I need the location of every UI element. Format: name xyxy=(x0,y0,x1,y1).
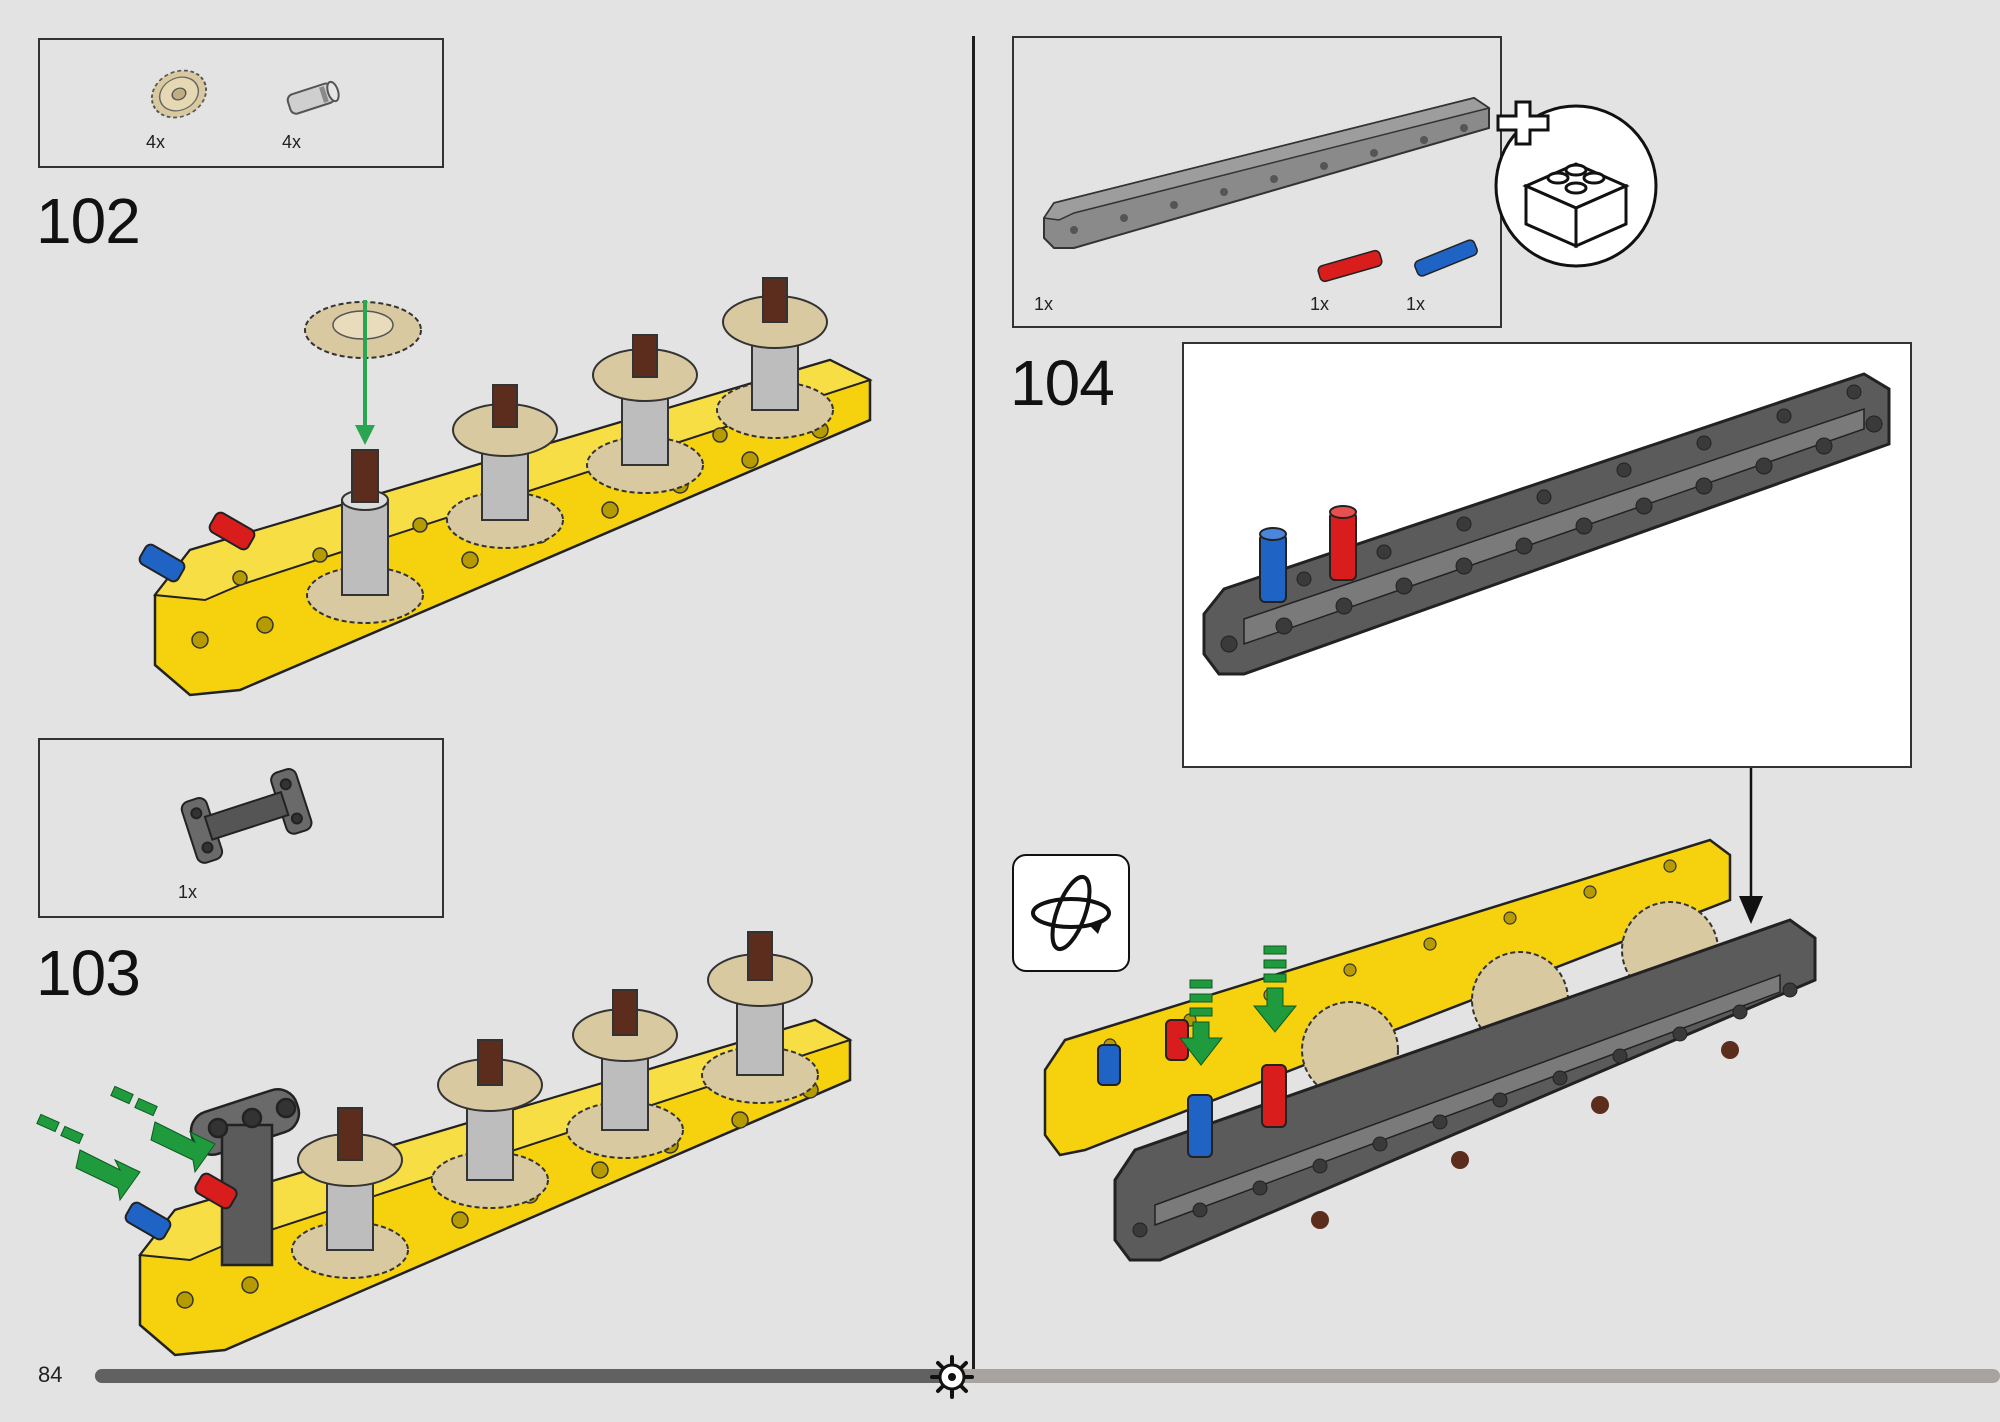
parts-box-step-103: 1x xyxy=(38,738,444,918)
step-102-assembly xyxy=(138,277,873,697)
step-number-102: 102 xyxy=(36,185,141,257)
parts-box-step-102: 4x 4x xyxy=(38,38,444,168)
rotate-model-icon xyxy=(1031,874,1111,952)
gear-progress-icon xyxy=(930,1355,975,1399)
qty-h-frame: 1x xyxy=(178,882,198,902)
step-number-103: 103 xyxy=(36,937,141,1009)
red-pin-icon xyxy=(1317,249,1383,283)
tan-gear-icon xyxy=(150,69,208,119)
add-brick-icon xyxy=(1494,100,1658,268)
qty-red-pin: 1x xyxy=(1310,294,1330,314)
qty-blue-pin: 1x xyxy=(1406,294,1426,314)
callout-frame-beam xyxy=(1202,372,1891,676)
step-103-assembly xyxy=(36,931,853,1357)
parts-box-step-104: 1x 1x 1x xyxy=(1012,36,1502,328)
push-down-arrows xyxy=(1178,945,1298,1066)
rotate-model-button[interactable] xyxy=(1012,854,1130,972)
subassembly-callout xyxy=(1182,342,1912,768)
progress-fill xyxy=(95,1369,953,1383)
dark-gray-frame-beam-icon xyxy=(1042,96,1491,249)
page-number: 84 xyxy=(38,1362,63,1387)
light-gray-bush-icon xyxy=(286,80,340,115)
step-104-assembly xyxy=(1043,838,1817,1262)
qty-gear: 4x xyxy=(146,132,166,152)
step-number-104: 104 xyxy=(1010,347,1115,419)
qty-frame-beam: 1x xyxy=(1034,294,1054,314)
page-divider xyxy=(972,36,975,1376)
blue-pin-icon xyxy=(1414,239,1478,277)
dark-gray-h-frame-icon xyxy=(180,768,313,864)
push-arrows xyxy=(36,1085,216,1202)
qty-bush: 4x xyxy=(282,132,302,152)
down-arrow-icon xyxy=(1739,768,1763,924)
